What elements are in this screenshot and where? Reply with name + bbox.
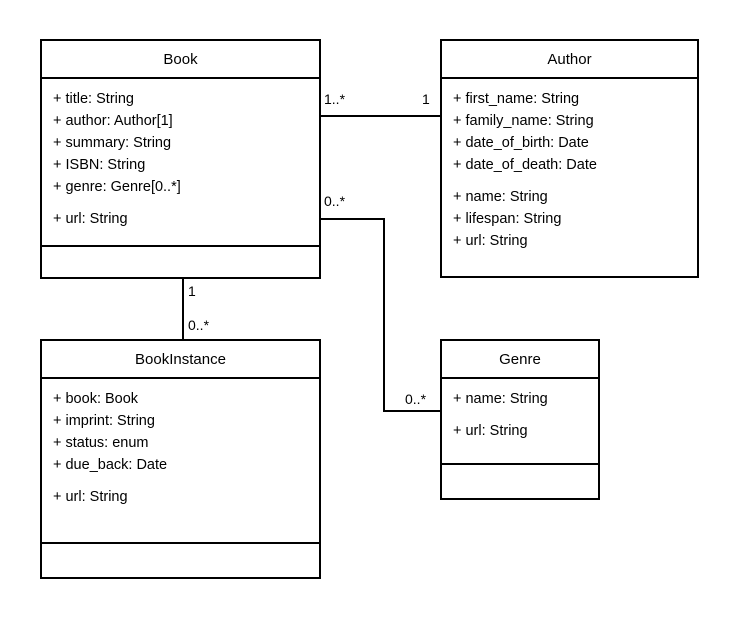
class-attributes-author: + first_name: String + family_name: Stri… [442, 79, 697, 278]
class-name-genre: Genre [442, 341, 598, 379]
multiplicity-book-author-target: 1 [422, 91, 430, 107]
attribute-row: + title: String [53, 91, 134, 107]
multiplicity-book-bookinstance-source: 1 [188, 283, 196, 299]
association-line-book-bookinstance [182, 279, 184, 340]
attribute-row: + status: enum [53, 435, 149, 451]
multiplicity-book-genre-source: 0..* [324, 193, 346, 209]
multiplicity-book-genre-target: 0..* [405, 391, 427, 407]
attribute-row: + url: String [453, 423, 528, 439]
association-line-book-genre-segment-3 [383, 410, 440, 412]
class-attributes-book: + title: String + author: Author[1] + su… [42, 79, 319, 247]
class-box-genre[interactable]: Genre + name: String + url: String [440, 339, 600, 500]
attribute-row: + url: String [53, 211, 128, 227]
association-line-book-author [321, 115, 440, 117]
attribute-row: + book: Book [53, 391, 139, 407]
attribute-row: + name: String [453, 189, 548, 205]
attribute-row: + author: Author[1] [53, 113, 173, 129]
attribute-row: + url: String [53, 489, 128, 505]
class-operations-bookinstance [42, 544, 319, 577]
attribute-row: + summary: String [53, 135, 172, 151]
association-line-book-genre-segment-1 [321, 218, 385, 220]
class-attributes-genre: + name: String + url: String [442, 379, 598, 465]
attribute-row: + genre: Genre[0..*] [53, 179, 181, 195]
attribute-row: + due_back: Date [53, 457, 168, 473]
class-box-author[interactable]: Author + first_name: String + family_nam… [440, 39, 699, 278]
class-box-book[interactable]: Book + title: String + author: Author[1]… [40, 39, 321, 279]
class-name-book: Book [42, 41, 319, 79]
attribute-row: + family_name: String [453, 113, 594, 129]
class-operations-genre [442, 465, 598, 498]
class-box-bookinstance[interactable]: BookInstance + book: Book + imprint: Str… [40, 339, 321, 579]
association-line-book-genre-segment-2 [383, 218, 385, 412]
class-name-author: Author [442, 41, 697, 79]
attribute-row: + lifespan: String [453, 211, 562, 227]
attribute-spacer [53, 198, 319, 208]
class-operations-book [42, 247, 319, 277]
attribute-row: + date_of_death: Date [453, 157, 597, 173]
class-name-bookinstance: BookInstance [42, 341, 319, 379]
attribute-spacer [53, 476, 319, 486]
multiplicity-book-bookinstance-target: 0..* [188, 317, 210, 333]
attribute-row: + ISBN: String [53, 157, 146, 173]
attribute-row: + name: String [453, 391, 548, 407]
attribute-row: + imprint: String [53, 413, 155, 429]
multiplicity-book-author-source: 1..* [324, 91, 346, 107]
attribute-spacer [453, 410, 598, 420]
attribute-spacer [453, 176, 697, 186]
attribute-row: + date_of_birth: Date [453, 135, 589, 151]
class-attributes-bookinstance: + book: Book + imprint: String + status:… [42, 379, 319, 544]
attribute-row: + first_name: String [453, 91, 580, 107]
attribute-row: + url: String [453, 233, 528, 249]
